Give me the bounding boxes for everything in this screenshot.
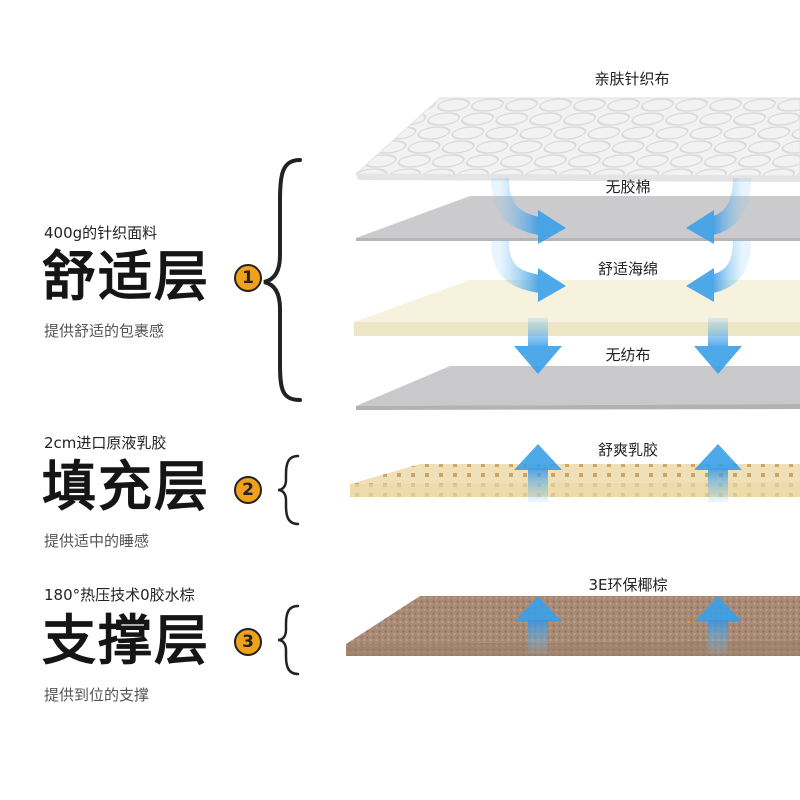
section-title: 填充层 [42,455,210,518]
layer-knit-fabric [354,97,800,182]
number-badge: 1 [234,264,262,292]
arrow-curved-left-top [491,177,566,244]
arrow-curved-left-mid [491,239,566,302]
brace-support [277,604,300,676]
arrow-curved-right-top [686,177,751,244]
section-title: 支撑层 [42,609,210,672]
section-spec: 2cm进口原液乳胶 [44,434,167,452]
arrow-up-coir-left [514,596,562,654]
number-badge: 2 [234,476,262,504]
layer-label-cotton: 无胶棉 [605,178,651,196]
arrow-up-coir-right [694,596,742,654]
arrow-down-left [514,318,562,374]
section-description: 提供适中的睡感 [44,532,150,550]
section-spec: 400g的针织面料 [44,224,158,242]
layer-latex [350,464,800,497]
section-title: 舒适层 [42,245,210,308]
brace-filling [277,454,300,526]
section-description: 提供到位的支撑 [44,686,150,704]
arrow-down-right [694,318,742,374]
layer-nonwoven [356,366,800,410]
arrow-curved-right-mid [686,239,751,302]
layer-label-coir: 3E环保椰棕 [588,576,668,594]
number-badge: 3 [234,628,262,656]
layer-label-nonwoven: 无纺布 [605,346,651,364]
arrow-up-latex-left [514,444,562,502]
layer-label-latex: 舒爽乳胶 [597,441,659,459]
section-description: 提供舒适的包裹感 [44,322,165,340]
brace-comfort [263,158,302,402]
layer-label-sponge: 舒适海绵 [597,260,659,278]
section-spec: 180°热压技术0胶水棕 [44,586,195,604]
layer-label-knit: 亲肤针织布 [594,70,670,88]
layer-sponge [354,280,800,336]
arrow-up-latex-right [694,444,742,502]
layer-coir [346,596,800,656]
